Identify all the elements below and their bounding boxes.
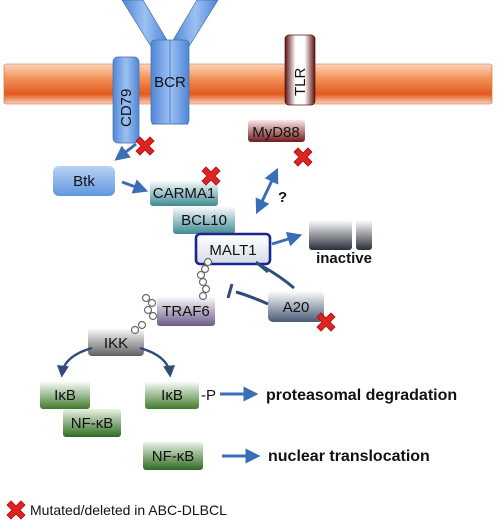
btk-box: Btk [53,166,115,196]
ikb-right-label: IκB [161,387,183,404]
ikb-left-label: IκB [54,387,76,404]
ubiquitin-chain-traf6 [130,293,158,335]
carma1-label: CARMA1 [153,185,216,202]
ikk-label: IKK [104,335,128,352]
a20-label: A20 [283,299,310,316]
arrow-myd88-malt1 [255,167,279,215]
mutation-x-icon [293,147,313,167]
mutation-x-icon [6,500,26,520]
cd79-label: CD79 [118,89,135,127]
carma1-box: CARMA1 [150,180,218,206]
ubiquitin-chain-malt1 [196,257,213,301]
arrow-ikk-ikb-left [56,346,93,378]
ikb-nfkb-complex: IκB NF-κB [40,381,121,437]
legend: Mutated/deleted in ABC-DLBCL [6,500,227,520]
malt1-label: MALT1 [209,242,256,259]
arrow-ikk-ikb-right [139,346,176,378]
mutation-x-icon [135,136,155,156]
nfkb-free: NF-κB [143,442,203,470]
legend-label: Mutated/deleted in ABC-DLBCL [30,502,227,518]
myd88-label: MyD88 [252,124,300,141]
nfkb-left-label: NF-κB [71,415,114,432]
a20-box: A20 [268,291,324,322]
bcr-label: BCR [154,74,186,91]
myd88-box: MyD88 [248,120,305,142]
ikb-phospho: IκB -P [145,381,216,409]
btk-label: Btk [73,173,95,190]
nfkb-right-label: NF-κB [152,448,195,465]
question-mark: ? [278,189,287,206]
malt1-box: MALT1 [194,232,272,266]
inactive-fragments: inactive [309,220,372,267]
proteasomal-label: proteasomal degradation [266,387,457,404]
nuclear-label: nuclear translocation [268,448,430,465]
cell-membrane [3,63,493,105]
phospho-label: -P [201,387,216,404]
arrow-cd79-btk [114,142,137,161]
arrow-btk-carma1 [121,179,149,194]
cd79-receptor: CD79 [112,56,140,144]
inactive-label: inactive [316,250,372,267]
inhibit-a20-traf6 [235,290,269,306]
tlr-receptor: TLR [284,34,316,106]
traf6-box: TRAF6 [157,296,215,326]
ikk-box: IKK [88,328,144,356]
mutation-x-icon [316,312,336,332]
bcl10-label: BCL10 [181,212,227,229]
arrow-malt1-inactive [271,231,303,247]
traf6-label: TRAF6 [162,303,210,320]
bcl10-box: BCL10 [173,206,235,234]
tlr-label: TLR [292,67,309,96]
